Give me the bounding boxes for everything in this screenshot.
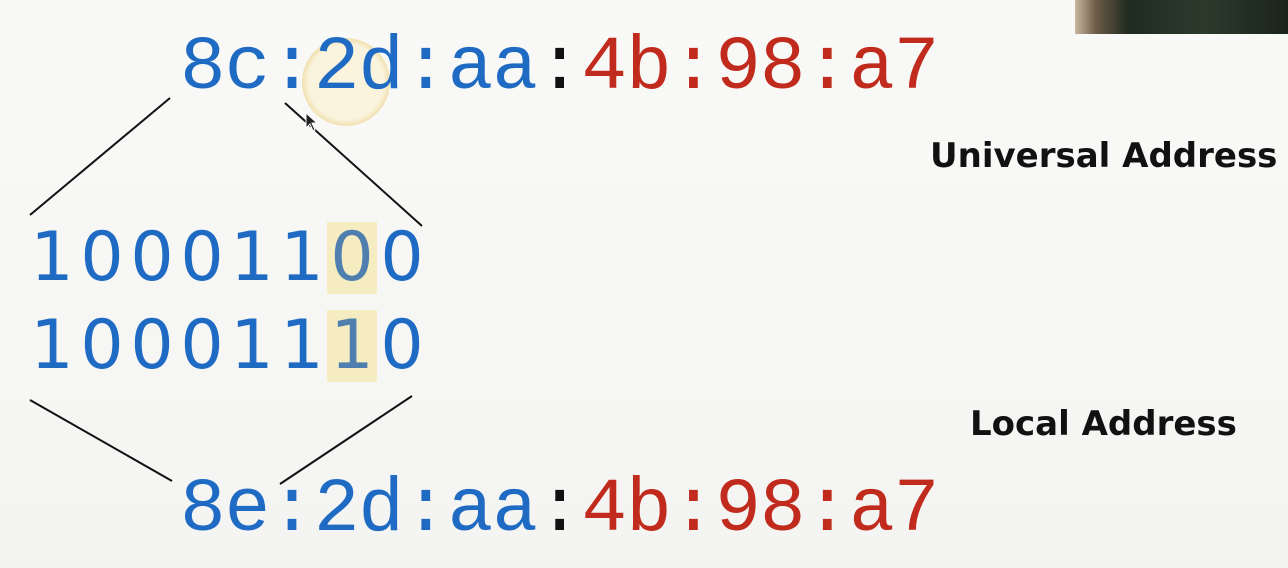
universal-mac-address: 8c:2d:aa:4b:98:a7 [180,30,939,106]
bit: 0 [80,306,124,385]
webcam-thumbnail [1075,0,1288,34]
bit: 0 [180,218,224,297]
binary-row-local: 10001110 [27,310,427,382]
connector-line [29,399,173,482]
bit: 0 [130,218,174,297]
mac-separator: : [536,25,583,111]
bit: 1 [30,306,74,385]
cursor-highlight [302,38,390,126]
bit: 0 [130,306,174,385]
connector-line [279,395,413,485]
bit: 1 [280,218,324,297]
mouse-pointer-icon [305,112,319,132]
mac-oui-part: 8e:2d:aa [180,467,538,553]
bit: 1 [280,306,324,385]
bit-ul-highlighted: 0 [327,222,377,294]
bit: 1 [230,218,274,297]
bit: 0 [380,306,424,385]
mac-nic-part: 4b:98:a7 [581,25,939,111]
bit: 0 [380,218,424,297]
bit-ul-highlighted: 1 [327,310,377,382]
bit: 0 [80,218,124,297]
local-address-label: Local Address [970,404,1237,444]
binary-row-universal: 10001100 [27,222,427,294]
bit: 0 [180,306,224,385]
mac-oui-part: 8c:2d:aa [180,25,538,111]
universal-address-label: Universal Address [930,136,1278,176]
mac-separator: : [536,467,583,553]
mac-nic-part: 4b:98:a7 [581,467,939,553]
local-mac-address: 8e:2d:aa:4b:98:a7 [180,472,939,548]
bit: 1 [30,218,74,297]
bit: 1 [230,306,274,385]
connector-line [29,97,171,216]
